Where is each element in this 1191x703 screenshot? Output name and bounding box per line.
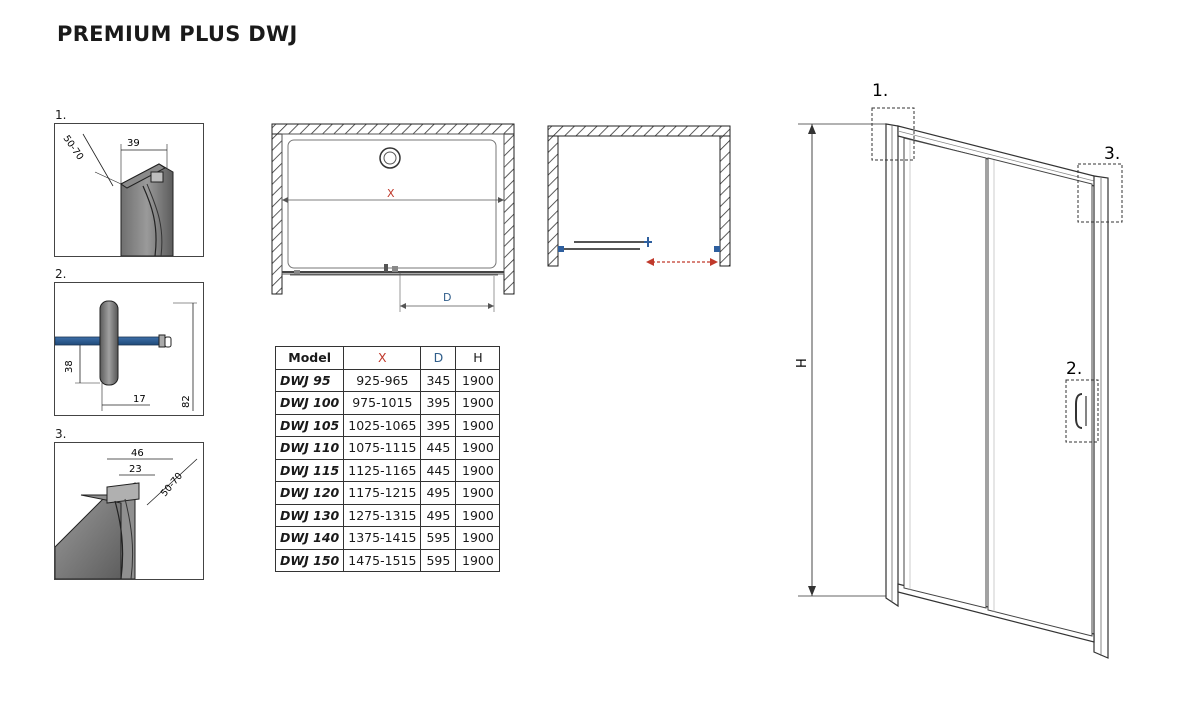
plan-label-x: X [387, 187, 395, 200]
cell-x: 925-965 [343, 368, 422, 392]
opening-diagram [547, 125, 731, 267]
detail-2-dim-82: 82 [181, 395, 192, 408]
cell-h: 1900 [455, 368, 501, 392]
detail-3-dim-46: 46 [131, 448, 144, 459]
cell-x: 1025-1065 [343, 413, 422, 437]
cell-model: DWJ 95 [274, 368, 345, 392]
cell-model: DWJ 130 [274, 503, 345, 527]
table-row: DWJ 110 1075-1115 445 1900 [274, 436, 501, 460]
detail-1-dim-50-70: 50-70 [61, 133, 86, 162]
cell-d: 395 [420, 391, 457, 415]
cell-model: DWJ 150 [274, 548, 345, 572]
elevation-callout-3: 3. [1104, 144, 1120, 164]
table-row: DWJ 105 1025-1065 395 1900 [274, 413, 501, 437]
cell-h: 1900 [455, 391, 501, 415]
header-x: X [343, 346, 422, 370]
table-row: DWJ 100 975-1015 395 1900 [274, 391, 501, 415]
page-title: PREMIUM PLUS DWJ [57, 22, 298, 46]
elevation-label-h: H [795, 358, 810, 368]
plan-view-drawing: X D [271, 123, 515, 312]
cell-h: 1900 [455, 503, 501, 527]
cell-d: 595 [420, 548, 457, 572]
model-dimensions-table: Model X D H DWJ 95 925-965 345 1900 DWJ … [274, 346, 501, 572]
cell-x: 1075-1115 [343, 436, 422, 460]
detail-1-drawing: 39 50-70 [61, 133, 174, 256]
plan-label-d: D [443, 291, 451, 304]
cell-model: DWJ 105 [274, 413, 345, 437]
header-d: D [420, 346, 457, 370]
cell-d: 445 [420, 458, 457, 482]
cell-d: 595 [420, 526, 457, 550]
detail-3-drawing: 46 23 50-70 [55, 448, 198, 579]
detail-1-box: 39 50-70 [54, 123, 204, 257]
detail-3-dim-23: 23 [129, 464, 142, 475]
detail-3-box: 46 23 50-70 [54, 442, 204, 580]
cell-h: 1900 [455, 436, 501, 460]
cell-d: 495 [420, 481, 457, 505]
detail-2-box: 38 17 82 [54, 282, 204, 416]
cell-model: DWJ 140 [274, 526, 345, 550]
cell-d: 495 [420, 503, 457, 527]
cell-h: 1900 [455, 548, 501, 572]
cell-h: 1900 [455, 413, 501, 437]
cell-x: 1375-1415 [343, 526, 422, 550]
detail-3-number: 3. [55, 427, 67, 441]
table-row: DWJ 150 1475-1515 595 1900 [274, 548, 501, 572]
cell-h: 1900 [455, 526, 501, 550]
elevation-callout-1: 1. [872, 81, 888, 101]
cell-x: 975-1015 [343, 391, 422, 415]
detail-2-drawing: 38 17 82 [55, 300, 197, 411]
cell-d: 395 [420, 413, 457, 437]
cell-x: 1175-1215 [343, 481, 422, 505]
table-row: DWJ 130 1275-1315 495 1900 [274, 503, 501, 527]
cell-model: DWJ 120 [274, 481, 345, 505]
table-row: DWJ 140 1375-1415 595 1900 [274, 526, 501, 550]
header-model: Model [274, 346, 345, 370]
detail-2-dim-38: 38 [64, 360, 75, 373]
cell-d: 445 [420, 436, 457, 460]
header-h: H [455, 346, 501, 370]
detail-1-dim-39: 39 [127, 138, 140, 149]
detail-1-number: 1. [55, 108, 67, 122]
detail-2-number: 2. [55, 267, 67, 281]
cell-model: DWJ 115 [274, 458, 345, 482]
detail-3-dim-50-70: 50-70 [159, 471, 185, 499]
cell-x: 1125-1165 [343, 458, 422, 482]
elevation-drawing: H 1. 3. 2. [795, 81, 1123, 659]
cell-h: 1900 [455, 458, 501, 482]
elevation-callout-2: 2. [1066, 359, 1082, 379]
cell-d: 345 [420, 368, 457, 392]
cell-x: 1475-1515 [343, 548, 422, 572]
detail-2-dim-17: 17 [133, 394, 146, 405]
cell-model: DWJ 100 [274, 391, 345, 415]
cell-model: DWJ 110 [274, 436, 345, 460]
table-row: DWJ 120 1175-1215 495 1900 [274, 481, 501, 505]
table-row: DWJ 115 1125-1165 445 1900 [274, 458, 501, 482]
cell-x: 1275-1315 [343, 503, 422, 527]
cell-h: 1900 [455, 481, 501, 505]
table-row: DWJ 95 925-965 345 1900 [274, 368, 501, 392]
table-header-row: Model X D H [274, 346, 501, 370]
